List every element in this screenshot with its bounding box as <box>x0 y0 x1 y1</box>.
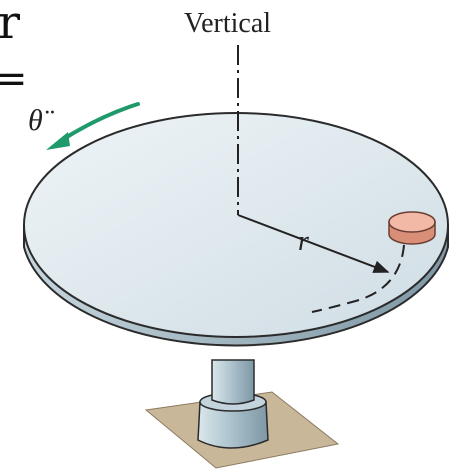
theta-ddot-label: θ̈ <box>28 104 55 137</box>
vertical-label: Vertical <box>184 8 271 39</box>
fragment-letter-r: r <box>0 0 20 49</box>
disk-top-surface <box>23 112 449 338</box>
pedestal-shaft <box>211 359 255 405</box>
fragment-equals-sign: = <box>0 56 28 102</box>
puck-top <box>388 211 436 233</box>
radius-label: r <box>298 226 309 257</box>
puck-dashed-path <box>311 244 405 313</box>
angular-acceleration-arrow <box>60 102 140 142</box>
pedestal-base <box>197 401 269 449</box>
radius-line <box>237 214 390 273</box>
angular-acceleration-arrowhead <box>46 132 70 150</box>
